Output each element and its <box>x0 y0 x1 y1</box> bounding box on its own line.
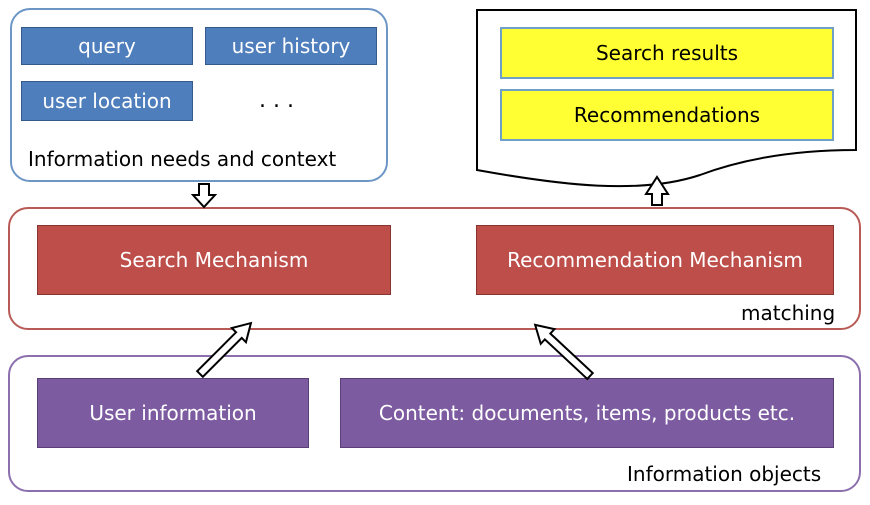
user-information-box: User information <box>37 378 309 448</box>
content-box: Content: documents, items, products etc. <box>340 378 834 448</box>
search-mechanism-box: Search Mechanism <box>37 225 391 295</box>
user-location-box: user location <box>21 81 193 121</box>
diagonal-arrow-user-icon <box>195 321 253 379</box>
recommendations-box: Recommendations <box>500 89 834 141</box>
more-ellipsis: . . . <box>259 88 294 113</box>
recommendation-mechanism-box: Recommendation Mechanism <box>476 225 834 295</box>
matching-label: matching <box>741 301 836 325</box>
down-arrow-icon <box>190 183 218 209</box>
up-arrow-icon <box>644 175 670 206</box>
diagonal-arrow-content-icon <box>533 323 595 381</box>
information-needs-label: Information needs and context <box>28 147 337 171</box>
search-results-box: Search results <box>500 27 834 79</box>
query-box: query <box>21 27 193 65</box>
information-objects-label: Information objects <box>627 462 822 486</box>
user-history-box: user history <box>205 27 377 65</box>
